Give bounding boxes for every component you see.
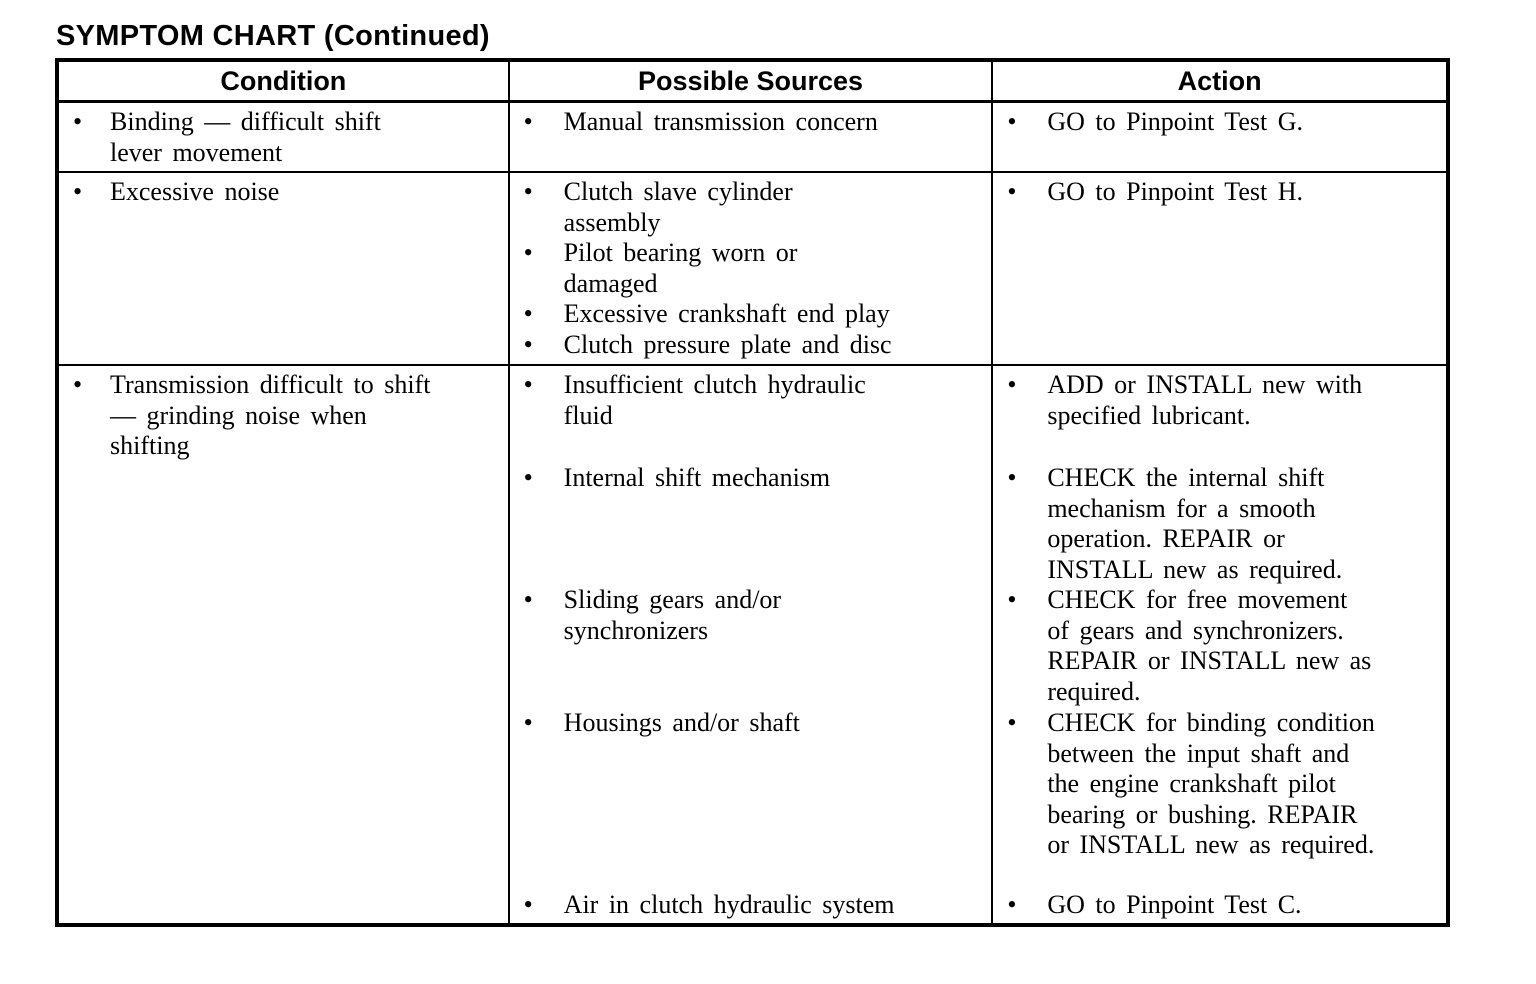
sources-cell: • Insufficient clutch hydraulic fluid • … bbox=[510, 366, 994, 923]
bullet-icon: • bbox=[73, 370, 83, 399]
list-item: • Binding — difficult shift lever moveme… bbox=[59, 107, 508, 168]
action-cell: • GO to Pinpoint Test H. bbox=[993, 173, 1446, 364]
list-item: • CHECK the internal shift mechanism for… bbox=[993, 463, 1446, 585]
table-row-excessive-noise: • Excessive noise • Clutch slave cylinde… bbox=[59, 173, 1446, 366]
source-text: Clutch slave cylinder assembly bbox=[563, 177, 793, 237]
bullet-icon: • bbox=[523, 463, 533, 492]
column-header-condition: Condition bbox=[59, 62, 510, 100]
bullet-icon: • bbox=[523, 329, 533, 359]
source-text: Clutch pressure plate and disc bbox=[563, 329, 892, 359]
bullet-icon: • bbox=[523, 708, 533, 737]
list-item: • GO to Pinpoint Test G. bbox=[993, 107, 1446, 138]
list-item: • Transmission difficult to shift — grin… bbox=[59, 370, 508, 462]
bullet-icon: • bbox=[523, 238, 533, 267]
list-item: • Internal shift mechanism bbox=[510, 463, 992, 585]
bullet-icon: • bbox=[523, 177, 533, 206]
bullet-icon: • bbox=[1007, 107, 1017, 136]
condition-cell: • Binding — difficult shift lever moveme… bbox=[59, 103, 510, 171]
bullet-icon: • bbox=[73, 107, 83, 136]
list-item: • Sliding gears and/or synchronizers bbox=[510, 585, 992, 708]
source-text: Internal shift mechanism bbox=[563, 463, 831, 492]
list-item: • ADD or INSTALL new with specified lubr… bbox=[993, 370, 1446, 463]
action-text: ADD or INSTALL new with specified lubric… bbox=[1047, 370, 1363, 430]
list-item: • Clutch pressure plate and disc bbox=[510, 330, 992, 361]
action-cell: • GO to Pinpoint Test G. bbox=[993, 103, 1446, 171]
list-item: • Pilot bearing worn or damaged bbox=[510, 238, 992, 299]
table-header-row: Condition Possible Sources Action bbox=[59, 62, 1446, 103]
action-text: GO to Pinpoint Test G. bbox=[1047, 107, 1303, 136]
sources-cell: • Clutch slave cylinder assembly • Pilot… bbox=[510, 173, 994, 364]
source-text: Excessive crankshaft end play bbox=[563, 299, 890, 328]
bullet-icon: • bbox=[1007, 585, 1017, 614]
bullet-icon: • bbox=[1007, 370, 1017, 399]
list-item: • Excessive crankshaft end play bbox=[510, 299, 992, 330]
action-text: CHECK for binding condition between the … bbox=[1047, 708, 1375, 859]
list-item: • Insufficient clutch hydraulic fluid bbox=[510, 370, 992, 463]
column-header-action: Action bbox=[1177, 65, 1262, 96]
list-item: • CHECK for binding condition between th… bbox=[993, 708, 1446, 890]
bullet-icon: • bbox=[1007, 463, 1017, 492]
action-text: CHECK the internal shift mechanism for a… bbox=[1047, 463, 1343, 584]
page-title: SYMPTOM CHART (Continued) bbox=[56, 20, 490, 52]
list-item: • Manual transmission concern bbox=[510, 107, 992, 138]
bullet-icon: • bbox=[1007, 708, 1017, 737]
list-item: • Excessive noise bbox=[59, 177, 508, 208]
action-text: CHECK for free movement of gears and syn… bbox=[1047, 585, 1372, 706]
list-item: • Housings and/or shaft bbox=[510, 708, 992, 890]
bullet-icon: • bbox=[73, 177, 83, 206]
list-item: • Air in clutch hydraulic system bbox=[510, 890, 992, 921]
list-item: • GO to Pinpoint Test H. bbox=[993, 177, 1446, 208]
action-cell: • ADD or INSTALL new with specified lubr… bbox=[993, 366, 1446, 923]
sources-cell: • Manual transmission concern bbox=[510, 103, 994, 171]
source-text: Housings and/or shaft bbox=[563, 708, 800, 737]
condition-cell: • Excessive noise bbox=[59, 173, 510, 364]
table-row-difficult-to-shift: • Transmission difficult to shift — grin… bbox=[59, 366, 1446, 923]
list-item: • GO to Pinpoint Test C. bbox=[993, 890, 1446, 921]
condition-text: Transmission difficult to shift — grindi… bbox=[110, 370, 431, 460]
bullet-icon: • bbox=[523, 890, 533, 919]
condition-text: Binding — difficult shift lever movement bbox=[110, 107, 381, 167]
bullet-icon: • bbox=[523, 107, 533, 136]
action-text: GO to Pinpoint Test C. bbox=[1047, 890, 1302, 919]
bullet-icon: • bbox=[523, 299, 533, 328]
bullet-icon: • bbox=[523, 370, 533, 399]
source-text: Insufficient clutch hydraulic fluid bbox=[563, 370, 866, 430]
bullet-icon: • bbox=[523, 585, 533, 614]
source-text: Sliding gears and/or synchronizers bbox=[563, 585, 782, 645]
source-text: Manual transmission concern bbox=[563, 107, 878, 136]
table-row-binding: • Binding — difficult shift lever moveme… bbox=[59, 103, 1446, 173]
source-text: Pilot bearing worn or damaged bbox=[563, 238, 798, 298]
condition-text: Excessive noise bbox=[110, 177, 280, 206]
condition-cell: • Transmission difficult to shift — grin… bbox=[59, 366, 510, 923]
bullet-icon: • bbox=[1007, 890, 1017, 919]
source-text: Air in clutch hydraulic system bbox=[563, 890, 895, 919]
bullet-icon: • bbox=[1007, 177, 1017, 206]
column-header-possible-sources: Possible Sources bbox=[510, 62, 994, 100]
list-item: • Clutch slave cylinder assembly bbox=[510, 177, 992, 238]
action-text: GO to Pinpoint Test H. bbox=[1047, 177, 1303, 206]
list-item: • CHECK for free movement of gears and s… bbox=[993, 585, 1446, 708]
symptom-chart-table: Condition Possible Sources Action • Bind… bbox=[55, 58, 1450, 927]
